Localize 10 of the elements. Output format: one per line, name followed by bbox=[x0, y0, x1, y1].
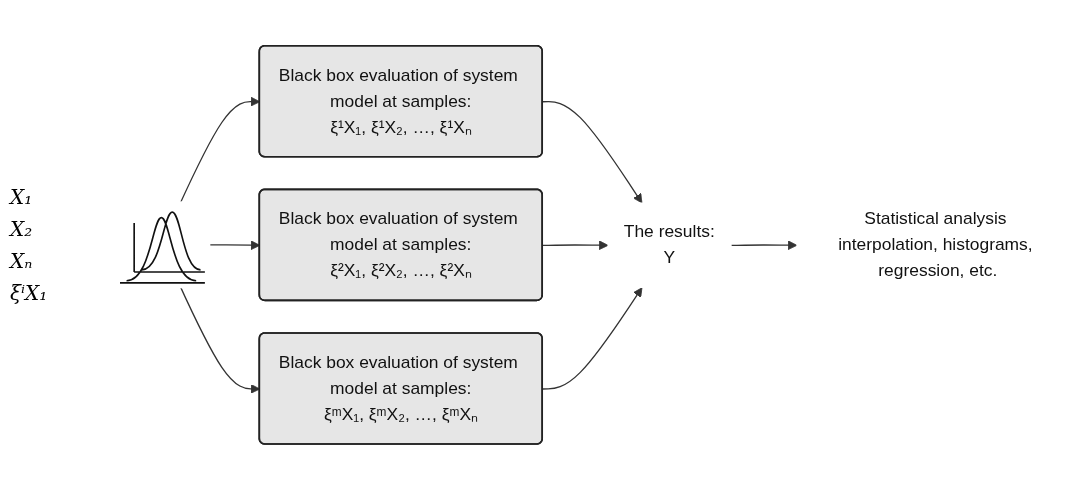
node-text: The results: Y bbox=[623, 222, 715, 267]
axis-label: X₁ bbox=[10, 185, 34, 209]
axis-label: Xₙ bbox=[10, 249, 34, 273]
arrow bbox=[542, 101, 643, 204]
arrow bbox=[542, 240, 609, 251]
arrow bbox=[542, 287, 643, 390]
arrow bbox=[730, 240, 798, 251]
node-text: Statistical analysis interpolation, histograms, regression, etc. bbox=[838, 209, 1033, 280]
axis-label: ξⁱX₁ bbox=[10, 281, 49, 305]
axis-label: X₂ bbox=[10, 217, 34, 241]
